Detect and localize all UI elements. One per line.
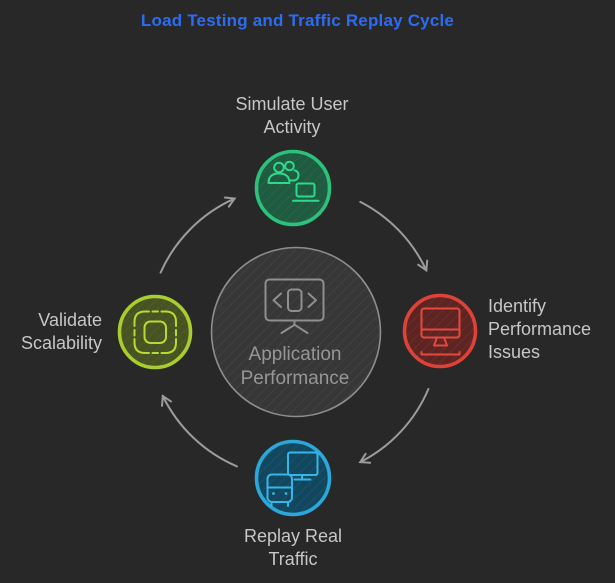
center-circle-texture <box>211 247 381 417</box>
arrow-validate-to-simulate <box>159 196 237 274</box>
node-replay-real-traffic <box>254 439 332 517</box>
monitor-bus-icon <box>266 451 319 507</box>
cycle-arrows <box>159 196 430 468</box>
diagram-title: Load Testing and Traffic Replay Cycle <box>140 11 455 30</box>
node-circle-identify-texture <box>404 295 476 367</box>
node-circle-replay-texture <box>256 441 330 515</box>
node-validate-scalability <box>117 294 193 370</box>
label-simulate-user-activity: Simulate User Activity <box>235 94 349 137</box>
center-hub <box>210 246 382 418</box>
label-replay-real-traffic: Replay Real Traffic <box>243 526 343 569</box>
node-identify-performance-issues <box>402 293 478 369</box>
monitor-network-icon <box>420 307 461 356</box>
users-laptop-icon <box>267 160 320 202</box>
scalability-frame-icon <box>133 310 177 354</box>
arrow-identify-to-replay <box>358 388 430 464</box>
label-validate-scalability: Validate Scalability <box>20 310 102 353</box>
node-simulate-user-activity <box>254 149 332 227</box>
node-circle-validate-texture <box>119 296 191 368</box>
arrow-replay-to-validate <box>161 394 238 468</box>
arrow-simulate-to-identify <box>359 200 429 273</box>
label-identify-performance-issues: Identify Performance Issues <box>488 296 592 362</box>
code-monitor-icon <box>264 278 325 334</box>
label-application-performance: Application Performance <box>240 344 350 389</box>
